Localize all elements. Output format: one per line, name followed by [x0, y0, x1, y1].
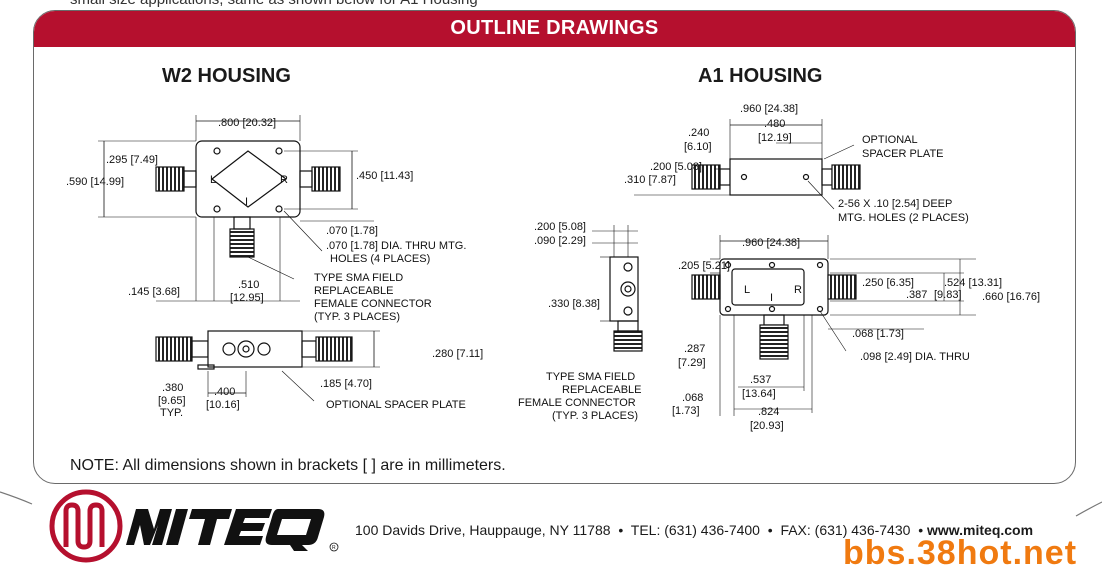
- a1-dim-330: .330 [8.38]: [548, 298, 600, 310]
- a1-dim-068b2: [1.73]: [672, 405, 700, 417]
- tel-text: TEL: (631) 436-7400: [630, 522, 760, 538]
- separator: •: [918, 522, 924, 538]
- a1-dim-480b: [12.19]: [758, 132, 792, 144]
- a1-dim-287a: .287: [684, 343, 705, 355]
- w2-port-i: I: [245, 196, 248, 208]
- w2-dim-400a: .400: [214, 386, 235, 398]
- w2-dim-295: .295 [7.49]: [106, 154, 158, 166]
- a1-port-i: I: [770, 292, 773, 304]
- a1-sma-2: REPLACEABLE: [562, 384, 641, 396]
- a1-dim-824a: .824: [758, 406, 779, 418]
- website-link[interactable]: www.miteq.com: [927, 522, 1034, 538]
- w2-side-view: [155, 330, 380, 402]
- a1-end-view: [592, 225, 643, 352]
- a1-housing-title: A1 HOUSING: [698, 65, 823, 87]
- outline-drawings-panel: OUTLINE DRAWINGS W2 HOUSING A1 HOUSING: [33, 10, 1076, 484]
- decorative-swoosh: [0, 491, 1102, 517]
- w2-dim-width: .800 [20.32]: [218, 117, 276, 129]
- w2-sma-4: (TYP. 3 PLACES): [314, 311, 400, 323]
- a1-dim-387a: .387: [906, 289, 927, 301]
- w2-housing-title: W2 HOUSING: [162, 65, 291, 87]
- a1-sma-4: (TYP. 3 PLACES): [552, 410, 638, 422]
- w2-dim-510a: .510: [238, 279, 259, 291]
- a1-dim-200b: .200 [5.08]: [534, 221, 586, 233]
- a1-spacer-1: OPTIONAL: [862, 134, 918, 146]
- w2-labels: .800 [20.32] .295 [7.49] .590 [14.99] .4…: [66, 117, 483, 419]
- a1-mtg-1: 2-56 X .10 [2.54] DEEP: [838, 198, 952, 210]
- w2-port-l: L: [210, 174, 216, 186]
- a1-dim-524: .524 [13.31]: [944, 277, 1002, 289]
- a1-dim-310: .310 [7.87]: [624, 174, 676, 186]
- footer-address: 100 Davids Drive, Hauppauge, NY 11788 • …: [355, 522, 1033, 538]
- w2-top-view: [98, 115, 374, 302]
- a1-dim-240b: [6.10]: [684, 141, 712, 153]
- a1-dim-287b: [7.29]: [678, 357, 706, 369]
- address-text: 100 Davids Drive, Hauppauge, NY 11788: [355, 522, 611, 538]
- fax-text: FAX: (631) 436-7430: [780, 522, 911, 538]
- w2-port-r: R: [280, 174, 288, 186]
- a1-port-l: L: [744, 284, 750, 296]
- a1-mtg-2: MTG. HOLES (2 PLACES): [838, 212, 969, 224]
- header-text: small size applications, same as shown b…: [70, 0, 478, 8]
- a1-dim-824b: [20.93]: [750, 420, 784, 432]
- a1-top-view: [691, 235, 976, 416]
- a1-dim-537a: .537: [750, 374, 771, 386]
- a1-dim-205: .205 [5.21]: [678, 260, 730, 272]
- w2-dim-185: .185 [4.70]: [320, 378, 372, 390]
- note-text: NOTE: All dimensions shown in brackets […: [70, 457, 506, 474]
- banner-title: OUTLINE DRAWINGS: [34, 11, 1075, 47]
- a1-dim-660: .660 [16.76]: [982, 291, 1040, 303]
- a1-dim-250: .250 [6.35]: [862, 277, 914, 289]
- w2-spacer: OPTIONAL SPACER PLATE: [326, 399, 466, 411]
- separator: •: [767, 522, 773, 538]
- w2-sma-2: REPLACEABLE: [314, 285, 393, 297]
- drawings-canvas: .800 [20.32] .295 [7.49] .590 [14.99] .4…: [66, 103, 1040, 432]
- w2-dim-450: .450 [11.43]: [356, 170, 413, 182]
- a1-sma-3: FEMALE CONNECTOR: [518, 397, 636, 409]
- w2-dim-380a: .380: [162, 382, 183, 394]
- w2-holes: HOLES (4 PLACES): [330, 253, 430, 265]
- a1-dim-090: .090 [2.29]: [534, 235, 586, 247]
- watermark: bbs.38hot.net: [843, 534, 1078, 572]
- a1-dim-387b: [9.83]: [934, 289, 962, 301]
- w2-dim-145: .145 [3.68]: [128, 286, 180, 298]
- a1-dim-480a: .480: [764, 118, 785, 130]
- svg-text:R: R: [332, 545, 336, 551]
- w2-sma-1: TYPE SMA FIELD: [314, 272, 403, 284]
- w2-dim-380b: [9.65]: [158, 395, 186, 407]
- a1-spacer-2: SPACER PLATE: [862, 148, 944, 160]
- w2-dim-400b: [10.16]: [206, 399, 240, 411]
- miteq-logo: R: [46, 487, 346, 574]
- separator: •: [618, 522, 624, 538]
- a1-dim-068b1: .068: [682, 392, 703, 404]
- w2-dim-280: .280 [7.11]: [432, 348, 483, 360]
- a1-labels: .960 [24.38] .480 [12.19] .240 [6.10] OP…: [518, 103, 1040, 432]
- a1-port-r: R: [794, 284, 802, 296]
- w2-dim-380c: TYP.: [160, 407, 183, 419]
- a1-dim-960b: .960 [24.38]: [742, 237, 800, 249]
- a1-dim-098: .098 [2.49] DIA. THRU: [860, 351, 970, 363]
- w2-dim-510b: [12.95]: [230, 292, 264, 304]
- w2-sma-3: FEMALE CONNECTOR: [314, 298, 432, 310]
- a1-dim-240a: .240: [688, 127, 709, 139]
- w2-dim-590: .590 [14.99]: [66, 176, 124, 188]
- a1-side-view: [634, 119, 861, 210]
- w2-dim-070a: .070 [1.78]: [326, 225, 378, 237]
- a1-dim-068a: .068 [1.73]: [852, 328, 904, 340]
- a1-dim-200: .200 [5.08]: [650, 161, 702, 173]
- a1-dim-960a: .960 [24.38]: [740, 103, 798, 115]
- w2-dim-070b: .070 [1.78] DIA. THRU MTG.: [326, 240, 466, 252]
- a1-dim-537b: [13.64]: [742, 388, 776, 400]
- a1-sma-1: TYPE SMA FIELD: [546, 371, 635, 383]
